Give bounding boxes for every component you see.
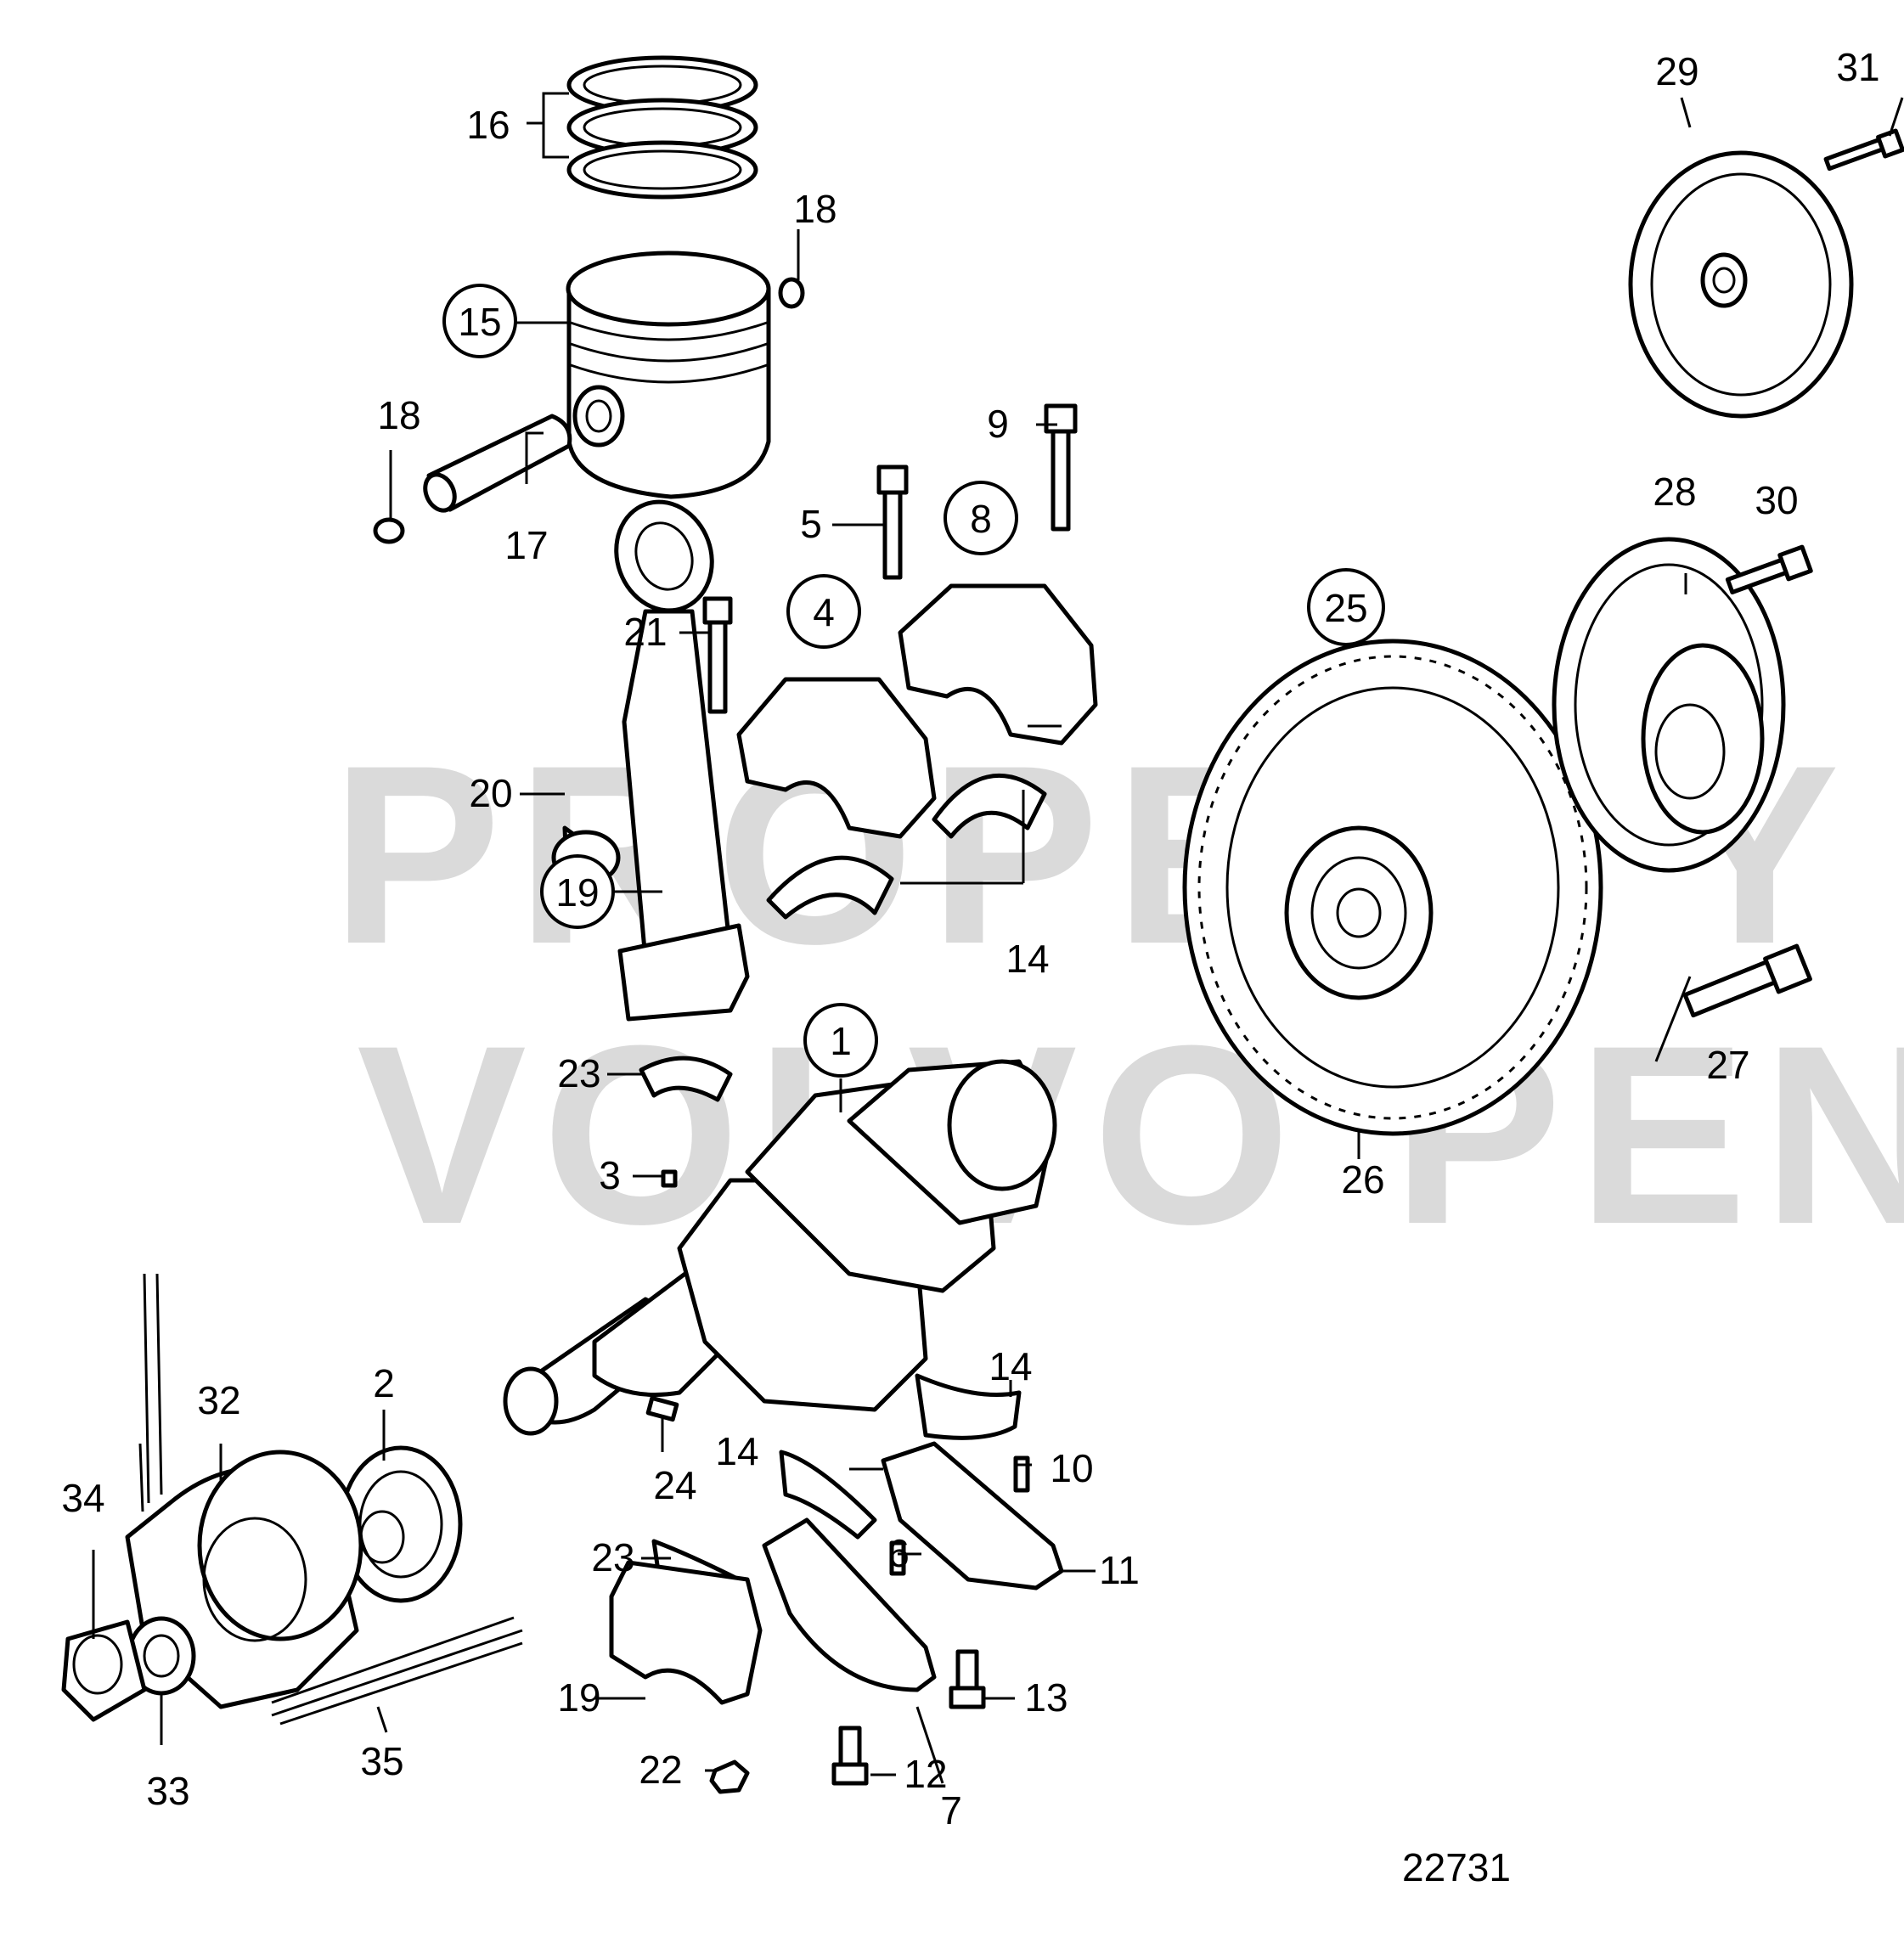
callout-23a: 23 [557,1051,600,1095]
connecting-rod [614,499,750,1022]
callout-10: 10 [1050,1446,1093,1490]
callout-21: 21 [623,610,667,654]
callout-8: 8 [970,497,992,541]
callout-16: 16 [466,103,510,147]
callout-22: 22 [639,1748,682,1792]
circlip-upper [778,277,805,309]
woodruff-key [645,1395,679,1422]
bearing-shell-upper-b [766,855,894,920]
watermark-line-2: VOLVO PENTA [357,992,1904,1277]
callout-14a: 14 [1006,937,1049,981]
callout-17: 17 [504,523,548,567]
crankshaft [503,1059,1057,1436]
callout-34: 34 [61,1476,104,1520]
callout-26: 26 [1341,1157,1384,1202]
flex-coupling [1552,537,1786,873]
drive-belt-left [138,1273,163,1512]
piston-pin [423,414,572,513]
cap-bolt-5 [876,464,909,580]
rod-bearing-shell-upper [639,1056,733,1102]
bearing-shell-lower-b [779,1450,877,1540]
callout-circle-4 [786,574,861,649]
rod-cap [609,1560,763,1705]
callout-25: 25 [1324,586,1367,630]
main-bearing-cap-4 [736,677,937,839]
callout-2: 2 [373,1361,395,1405]
main-cap-bolt-12 [831,1726,869,1786]
main-cap-bolt-13 [949,1649,986,1709]
callout-1: 1 [830,1019,852,1063]
bearing-shell-lower-a [915,1373,1022,1440]
callout-20: 20 [469,771,512,815]
callout-31: 31 [1836,45,1879,89]
piston [566,251,771,499]
callout-circle-8 [944,481,1018,555]
washer [127,1616,196,1696]
callout-28: 28 [1653,470,1696,514]
rod-nut [709,1759,750,1794]
callout-33: 33 [146,1769,189,1813]
rod-bolt [702,596,733,714]
callout-circle-15 [442,284,517,358]
circlip-lower [373,517,405,544]
leader-lines [92,92,1904,1784]
callout-4: 4 [813,590,835,634]
callout-14b: 14 [989,1344,1032,1388]
drawing-number: 22731 [1402,1845,1511,1889]
callout-circle-25 [1307,568,1385,646]
main-cap-lower-7 [762,1517,937,1692]
adapter-flange [1628,150,1854,419]
callout-18b: 18 [377,393,420,437]
callout-circle-1 [803,1003,878,1078]
callout-35: 35 [360,1739,403,1783]
bearing-shell-upper-a [932,774,1047,839]
callout-15: 15 [458,300,501,344]
dowel-6 [889,1540,906,1576]
main-bearing-cap-8 [898,583,1098,746]
flywheel [1182,639,1603,1136]
callout-30: 30 [1755,478,1798,522]
dowel-pin [661,1169,678,1188]
callout-27: 27 [1706,1043,1749,1087]
callout-32: 32 [197,1378,240,1422]
callout-29: 29 [1655,49,1698,93]
piston-rings [566,55,758,200]
callout-3: 3 [599,1153,621,1197]
callout-12: 12 [904,1752,947,1796]
callout-6: 6 [887,1531,910,1575]
coupling-bolt-30 [1725,544,1813,594]
parts [61,55,1904,1794]
callout-13: 13 [1024,1675,1067,1720]
callout-19b: 19 [557,1675,600,1720]
drive-belt-lower [271,1616,523,1726]
callout-23b: 23 [591,1535,634,1579]
crank-nut [61,1619,147,1722]
main-cap-lower-11 [881,1441,1064,1590]
callout-7: 7 [940,1788,962,1833]
flange-bolt-31 [1823,128,1904,172]
callout-5: 5 [800,502,822,546]
cap-bolt-9 [1044,403,1078,532]
flywheel-bolt-27 [1682,943,1812,1018]
callout-24: 24 [653,1463,696,1507]
callout-circle-19a [540,854,615,929]
callout-14c: 14 [715,1429,758,1473]
callout-9: 9 [987,402,1009,446]
callout-19a: 19 [555,870,599,915]
callout-11: 11 [1099,1548,1140,1592]
callout-18a: 18 [793,187,837,231]
dowel-10 [1013,1455,1030,1493]
callouts: 1 2 3 4 5 6 7 8 9 10 11 12 13 14 14 14 1… [61,45,1879,1833]
